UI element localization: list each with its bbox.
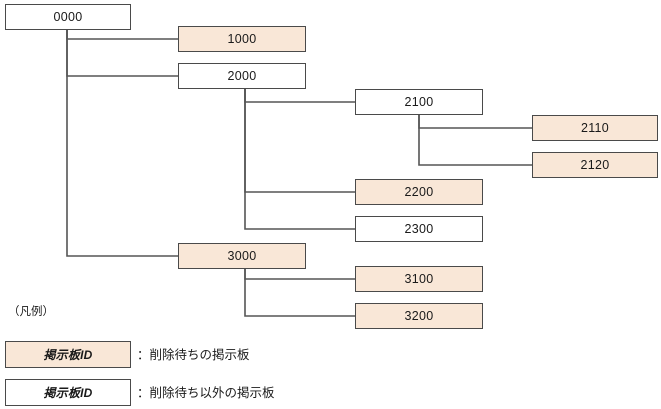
edge-2000-to-2300 [244, 89, 355, 230]
tree-node-label: 2100 [404, 94, 434, 109]
legend-swatch-pending: 掲示板ID [5, 341, 131, 368]
edge-2000-to-2100 [244, 89, 355, 103]
legend-swatch-not-pending-label: 掲示板ID [43, 386, 93, 400]
tree-node-2200: 2200 [355, 179, 483, 205]
tree-node-2100: 2100 [355, 89, 483, 115]
tree-node-label: 2200 [404, 184, 434, 199]
legend-swatch-pending-label: 掲示板ID [43, 348, 93, 362]
edge-2000-to-2200 [244, 89, 355, 193]
tree-node-2110: 2110 [532, 115, 658, 141]
edge-0000-to-1000 [66, 30, 178, 40]
tree-node-label: 2000 [227, 68, 257, 83]
tree-node-0000: 0000 [5, 4, 131, 30]
edge-0000-to-2000 [66, 30, 178, 77]
edge-3000-to-3100 [244, 269, 355, 280]
tree-node-label: 1000 [227, 31, 257, 46]
tree-node-label: 2110 [580, 120, 610, 135]
tree-node-label: 2120 [580, 157, 610, 172]
legend-swatch-not-pending: 掲示板ID [5, 379, 131, 406]
edge-2100-to-2110 [418, 115, 532, 129]
tree-node-2120: 2120 [532, 152, 658, 178]
tree-node-label: 2300 [404, 221, 434, 236]
tree-node-2300: 2300 [355, 216, 483, 242]
tree-node-label: 3000 [227, 248, 257, 263]
edge-0000-to-3000 [66, 30, 178, 257]
tree-node-3000: 3000 [178, 243, 306, 269]
tree-node-1000: 1000 [178, 26, 306, 52]
legend-description-not-pending: ：削除待ち以外の掲示板 [137, 386, 275, 400]
edge-2100-to-2120 [418, 115, 532, 166]
legend-title: （凡例） [8, 306, 54, 318]
tree-node-label: 0000 [53, 9, 83, 24]
tree-node-3100: 3100 [355, 266, 483, 292]
tree-node-label: 3100 [404, 271, 434, 286]
tree-node-3200: 3200 [355, 303, 483, 329]
tree-node-2000: 2000 [178, 63, 306, 89]
edge-3000-to-3200 [244, 269, 355, 317]
legend-description-pending: ：削除待ちの掲示板 [137, 348, 250, 362]
tree-node-label: 3200 [404, 308, 434, 323]
